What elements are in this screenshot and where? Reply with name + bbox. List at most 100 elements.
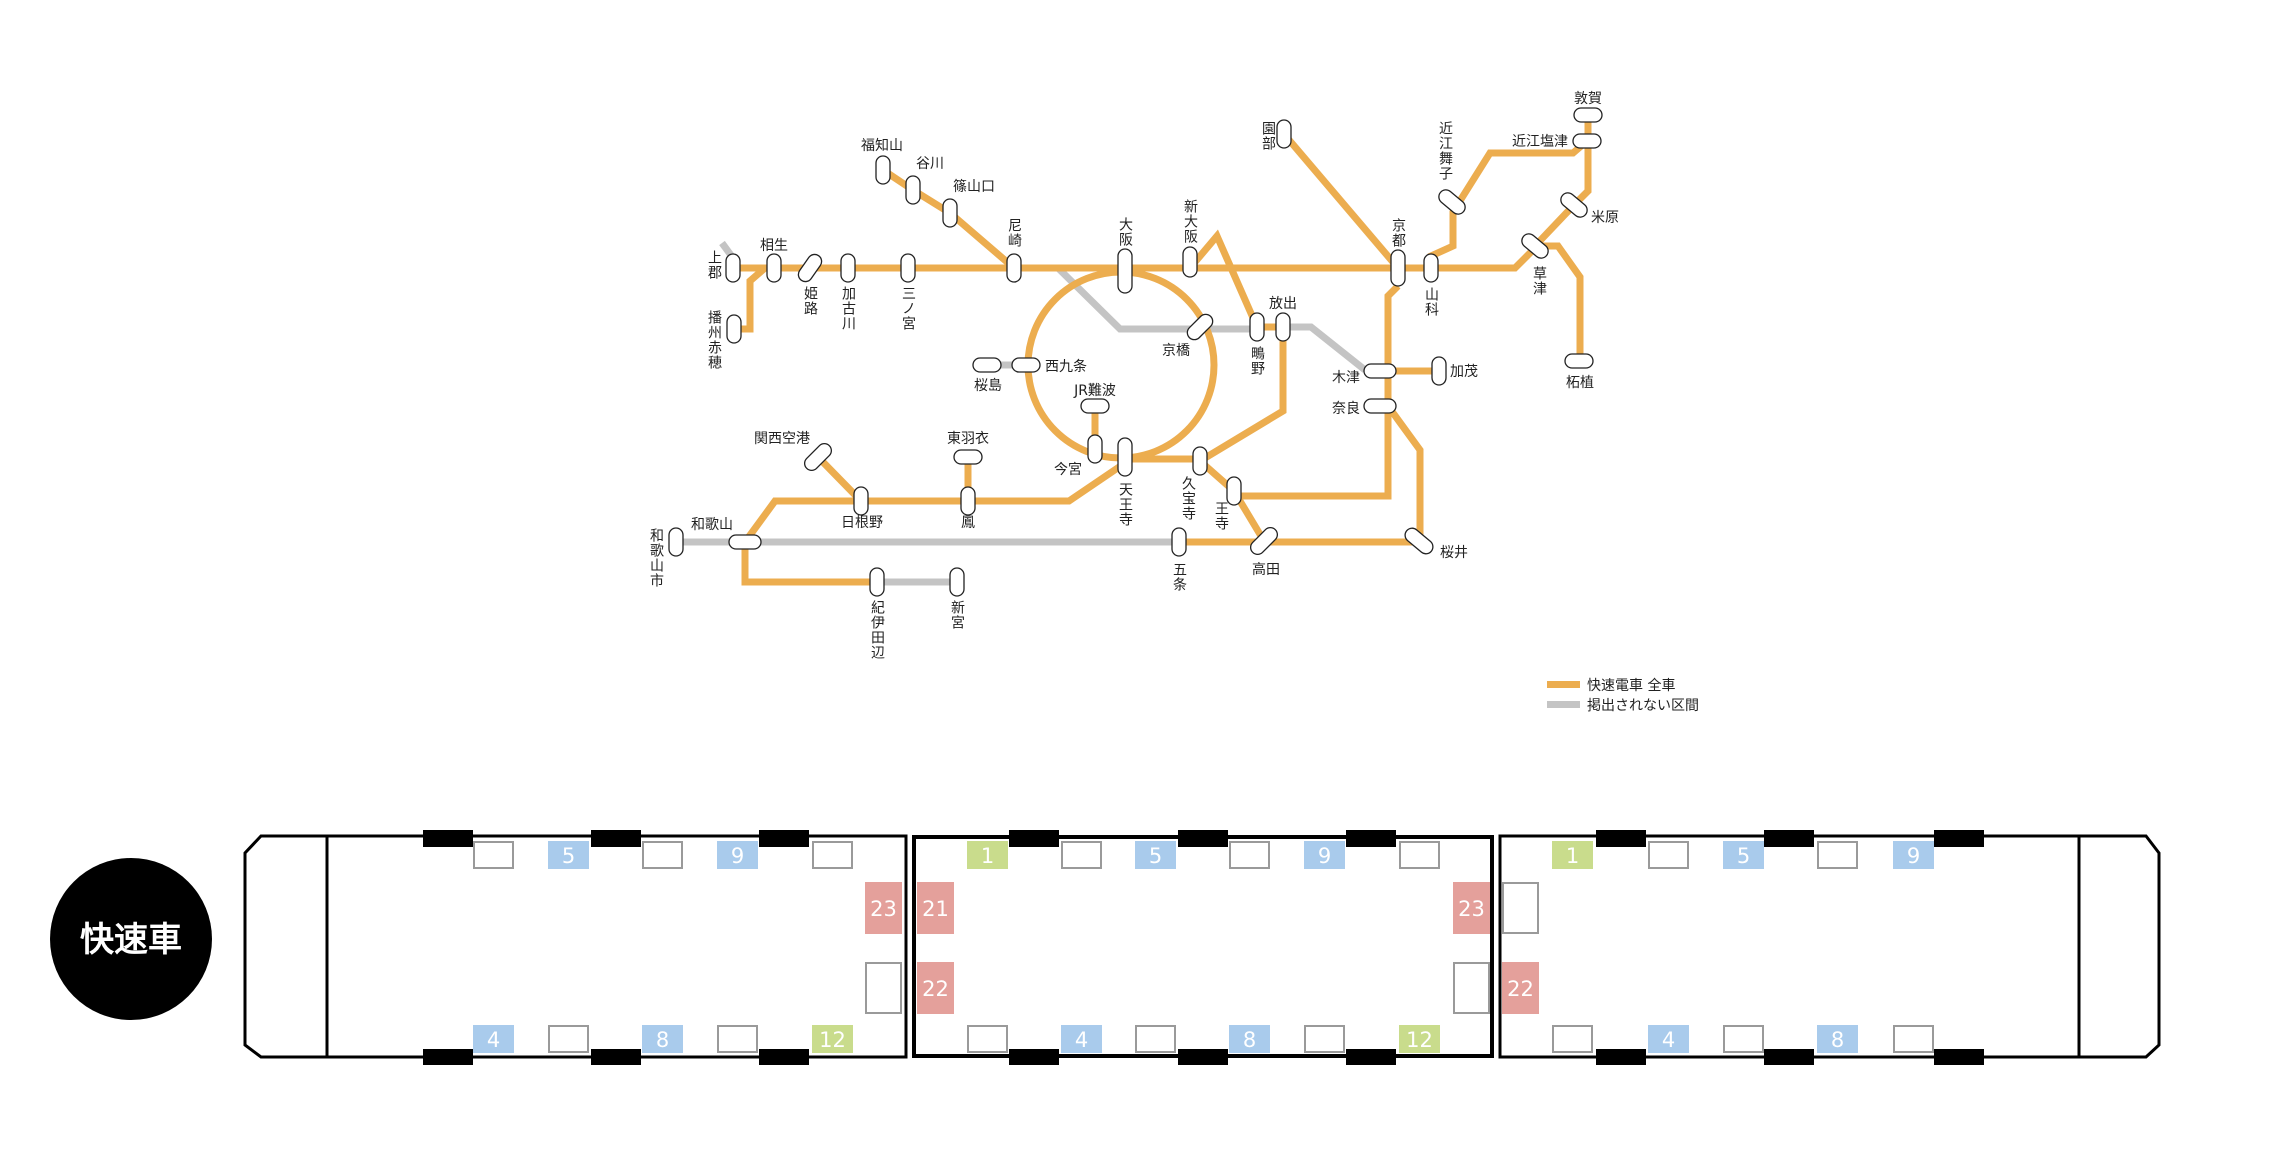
station-marker[interactable] [1276,119,1292,149]
station-marker[interactable] [1192,446,1208,476]
station-marker[interactable] [1184,311,1215,342]
station-marker[interactable] [1423,253,1439,283]
station-marker[interactable] [1275,312,1291,342]
empty-seat-box [1893,1025,1934,1053]
station-marker[interactable] [1572,133,1602,149]
station-marker[interactable] [668,527,684,557]
station-marker[interactable] [1363,398,1397,414]
station[interactable]: 和歌山 [691,517,762,550]
station-marker[interactable] [853,486,869,516]
station[interactable]: 谷川 [905,156,944,205]
station[interactable]: 久宝寺 [1180,446,1208,521]
station[interactable]: 東羽衣 [947,431,989,465]
station[interactable]: 京都 [1390,218,1406,287]
station[interactable]: 新宮 [949,567,965,630]
station[interactable]: 関西空港 [754,431,834,473]
station-marker[interactable] [1431,356,1447,386]
station[interactable]: 尼崎 [1006,218,1022,283]
station-marker[interactable] [1117,437,1133,477]
station-marker[interactable] [942,198,958,228]
station-marker[interactable] [869,567,885,597]
station-marker[interactable] [1564,353,1594,369]
station-marker[interactable] [1080,398,1110,414]
station[interactable]: 放出 [1269,296,1297,342]
station[interactable]: 桜島 [972,357,1002,394]
station-marker[interactable] [953,449,983,465]
empty-seat-box [1135,1025,1176,1053]
station-marker[interactable] [1436,187,1468,217]
station-marker[interactable] [1248,525,1281,558]
station[interactable]: 奈良 [1332,398,1397,417]
station-marker[interactable] [840,253,856,283]
station-marker[interactable] [1117,248,1133,294]
station-marker[interactable] [1573,107,1603,123]
station-marker[interactable] [972,357,1002,373]
station[interactable]: 近江塩津 [1512,133,1602,150]
station[interactable]: 紀伊田辺 [869,567,885,660]
station[interactable]: 王寺 [1213,476,1242,531]
station-label: 五条 [1171,562,1187,592]
station-marker[interactable] [1006,253,1022,283]
station-marker[interactable] [1390,249,1406,287]
station-label: 姫路 [802,286,818,316]
station-marker[interactable] [796,252,825,285]
station[interactable]: 新大阪 [1182,199,1198,278]
station[interactable]: 加茂 [1431,356,1478,386]
station[interactable]: 日根野 [841,486,883,531]
station[interactable]: 和歌山市 [648,527,684,588]
station[interactable]: 篠山口 [942,179,995,228]
station[interactable]: JR難波 [1073,383,1116,414]
station-marker[interactable] [726,314,742,344]
station[interactable]: 山科 [1423,253,1439,317]
station-marker[interactable] [728,534,762,550]
red-seat-box [917,882,954,934]
station[interactable]: 高田 [1248,525,1281,578]
station[interactable]: 鳳 [960,486,976,531]
station[interactable]: 木津 [1332,363,1397,386]
station-marker[interactable] [1226,476,1242,506]
station[interactable]: 米原 [1558,190,1619,226]
station-marker[interactable] [905,175,921,205]
station-marker[interactable] [900,253,916,283]
station-marker[interactable] [1558,190,1590,220]
station[interactable]: 草津 [1519,231,1551,296]
station-marker[interactable] [949,567,965,597]
station[interactable]: 播州赤穂 [706,310,742,370]
station-marker[interactable] [1171,527,1187,557]
station[interactable]: 姫路 [796,252,825,316]
station[interactable]: 福知山 [861,137,903,185]
station[interactable]: 三ノ宮 [900,253,916,331]
station[interactable]: 鴫野 [1249,312,1265,376]
station-marker[interactable] [725,253,741,283]
station[interactable]: 西九条 [1011,357,1087,375]
station-marker[interactable] [1182,246,1198,278]
station-marker[interactable] [1402,525,1436,556]
station[interactable]: 柘植 [1564,353,1594,391]
station-marker[interactable] [766,253,782,283]
station-label: 桜井 [1440,545,1468,561]
station[interactable]: 敦賀 [1573,91,1603,123]
station[interactable]: 近江舞子 [1436,121,1468,217]
station-marker[interactable] [802,441,835,474]
station[interactable]: 桜井 [1402,525,1468,561]
station[interactable]: 加古川 [840,253,856,331]
station-marker[interactable] [1249,312,1265,342]
station[interactable]: 大阪 [1117,217,1133,294]
station-marker[interactable] [1087,434,1103,464]
green-seat-box [812,1025,853,1053]
station-marker[interactable] [1011,357,1041,373]
station[interactable]: 五条 [1171,527,1187,592]
seat-number: 22 [922,977,949,1001]
station-marker[interactable] [1363,363,1397,379]
station[interactable]: 相生 [760,238,788,283]
station[interactable]: 園部 [1260,119,1292,151]
station[interactable]: 今宮 [1054,434,1103,478]
station[interactable]: 天王寺 [1117,437,1133,527]
station-marker[interactable] [1519,231,1551,261]
station-marker[interactable] [875,155,891,185]
station[interactable]: 京橋 [1162,311,1216,359]
station[interactable]: 上郡 [706,250,741,283]
station-marker[interactable] [960,486,976,516]
seat-number: 4 [1075,1028,1088,1052]
service-line-segment [1535,242,1584,361]
